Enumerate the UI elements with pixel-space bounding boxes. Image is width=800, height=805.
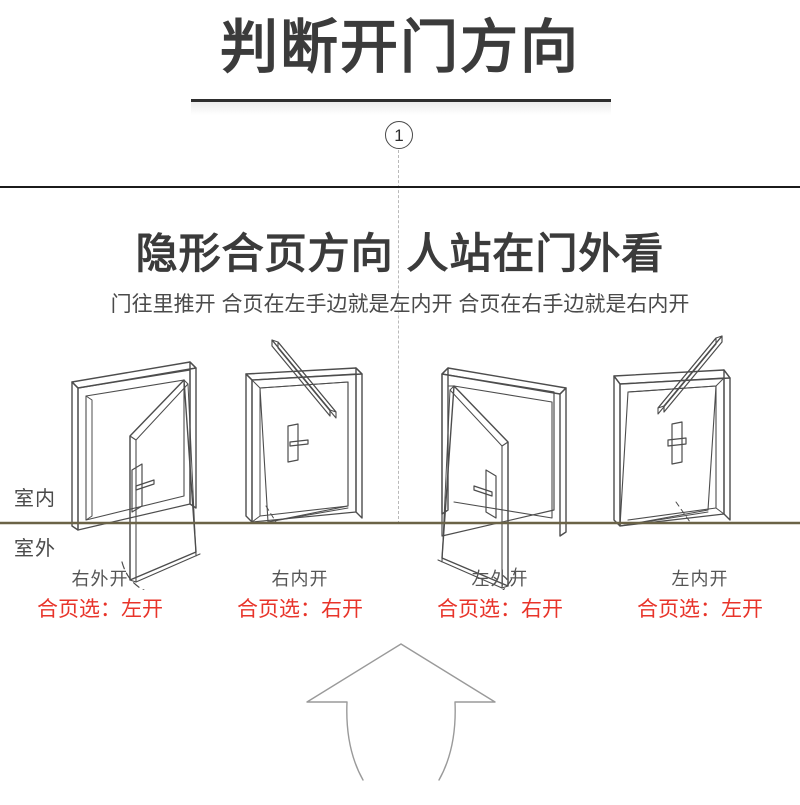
door-direction-label-3: 左外开 (471, 569, 529, 589)
title-underline (191, 99, 611, 102)
zone-label-indoor: 室内 (14, 488, 56, 510)
door-hinge-label-3: 合页选：右开 (437, 598, 563, 621)
zone-label-outdoor: 室外 (14, 538, 56, 560)
section-subtitle: 门往里推开 合页在左手边就是左内开 合页在右手边就是右内开 (110, 293, 690, 316)
section-divider-rule (0, 186, 800, 188)
door-direction-label-4: 左内开 (671, 569, 729, 589)
door-caption-3: 左外开 合页选：右开 (400, 566, 600, 625)
section-heading: 隐形合页方向 人站在门外看 (135, 230, 665, 277)
door-caption-4: 左内开 合页选：左开 (600, 566, 800, 625)
door-illustration-4 (613, 335, 731, 527)
page-title: 判断开门方向 (219, 15, 580, 80)
door-hinge-label-1: 合页选：左开 (37, 598, 163, 621)
door-captions-row: 右外开 合页选：左开 右内开 合页选：右开 左外开 合页选：右开 左内开 合页选… (0, 566, 800, 625)
door-direction-label-2: 右内开 (271, 569, 329, 589)
step-number-text: 1 (394, 125, 404, 145)
door-direction-label-1: 右外开 (71, 569, 129, 589)
page-title-block: 判断开门方向 (0, 15, 800, 80)
door-hinge-label-4: 合页选：左开 (637, 598, 763, 621)
door-hinge-label-2: 合页选：右开 (237, 598, 363, 621)
center-guide-line (398, 150, 399, 524)
door-diagram-scene (0, 330, 800, 590)
door-illustration-3 (437, 367, 567, 590)
door-illustration-2 (245, 339, 363, 523)
step-number-badge: 1 (385, 121, 413, 149)
scroll-down-arrow-icon (289, 640, 513, 800)
door-caption-2: 右内开 合页选：右开 (200, 566, 400, 625)
door-illustration-1 (71, 361, 201, 590)
door-caption-1: 右外开 合页选：左开 (0, 566, 200, 625)
title-underline-shadow (191, 102, 611, 115)
